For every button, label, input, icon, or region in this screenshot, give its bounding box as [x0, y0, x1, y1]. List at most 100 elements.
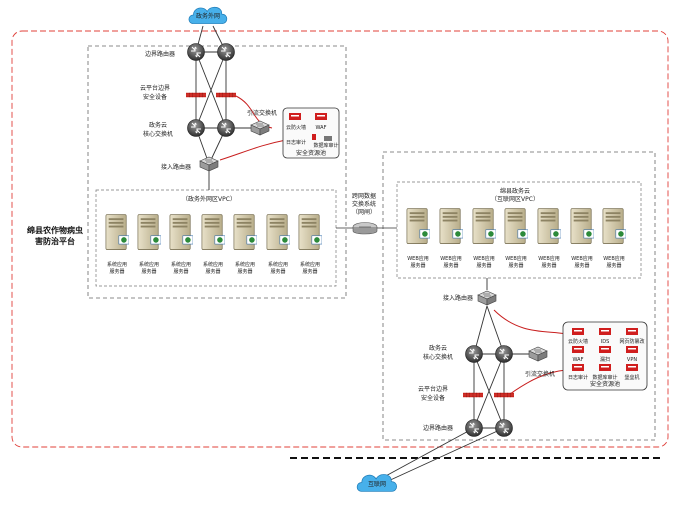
right-access-router-icon	[477, 290, 497, 306]
left-server-2-icon	[137, 214, 161, 251]
right-server-7-label-2: 服务器	[606, 262, 621, 269]
left-zone-boundary	[87, 45, 347, 299]
right-server-4-icon	[504, 208, 528, 245]
right-security-device-label-2: 安全设备	[421, 394, 445, 402]
right-zone-label-2: （互联网区VPC）	[491, 195, 539, 203]
left-core-switch-label-2: 核心交换机	[143, 130, 173, 138]
right-core-switch-a-icon	[465, 345, 483, 363]
right-red-link	[493, 309, 567, 395]
right-pool-title: 安全资源池	[590, 380, 620, 388]
right-server-1-icon	[406, 208, 430, 245]
right-vpc-boundary	[396, 181, 642, 279]
left-server-6-label-1: 系统应用	[268, 261, 288, 268]
right-pool-item-4-icon	[572, 346, 584, 353]
gateway-icon	[352, 222, 378, 235]
right-pool-item-8-label: 数据库审计	[592, 374, 617, 381]
right-border-router-b-icon	[495, 419, 513, 437]
left-server-3-label-2: 服务器	[173, 268, 188, 275]
right-pool-item-3-label: 网页防篡改	[619, 338, 644, 345]
left-server-7-label-1: 系统应用	[300, 261, 320, 268]
right-border-router-a-icon	[465, 419, 483, 437]
right-pool-item-1-label: 云防火墙	[568, 338, 588, 345]
gateway-label-3: （网闸）	[352, 208, 376, 216]
right-server-5-label-2: 服务器	[541, 262, 556, 269]
right-security-device-a-icon	[463, 392, 483, 398]
right-pool-item-6-label: VPN	[627, 357, 637, 363]
right-server-6-label-1: WEB应用	[571, 255, 593, 262]
left-server-5-label-2: 服务器	[237, 268, 252, 275]
right-security-device-b-icon	[494, 392, 514, 398]
left-server-1-label-2: 服务器	[109, 268, 124, 275]
left-server-7-icon	[298, 214, 322, 251]
right-cloud-label: 互联网	[368, 480, 386, 488]
left-access-router-label: 接入路由器	[161, 163, 191, 171]
right-server-1-label-1: WEB应用	[407, 255, 429, 262]
left-border-router-b-icon	[217, 43, 235, 61]
right-pool-item-4-label: WAF	[573, 357, 584, 363]
left-server-4-label-1: 系统应用	[203, 261, 223, 268]
left-bypass-switch-label: 引流交换机	[247, 109, 277, 117]
right-pool-item-8-icon	[599, 364, 611, 371]
right-pool-item-9-icon	[626, 364, 638, 371]
platform-label-line1: 绵县农作物病虫	[26, 225, 83, 235]
left-pool-item-2: WAF	[316, 125, 327, 131]
right-zone-label-1: 绵县政务云	[500, 187, 530, 195]
left-core-switch-b-icon	[217, 119, 235, 137]
right-pool-item-6-icon	[626, 346, 638, 353]
right-server-7-icon	[602, 208, 626, 245]
left-server-2-label-2: 服务器	[141, 268, 156, 275]
left-server-3-label-1: 系统应用	[171, 261, 191, 268]
right-server-2-icon	[439, 208, 463, 245]
right-core-switch-label-1: 政务云	[429, 344, 447, 352]
right-server-2-label-2: 服务器	[443, 262, 458, 269]
right-server-row: WEB应用服务器WEB应用服务器WEB应用服务器WEB应用服务器WEB应用服务器…	[406, 208, 626, 269]
left-pool-item-3: 日志审计	[286, 139, 306, 146]
platform-label-line2: 害防治平台	[35, 236, 75, 246]
right-pool-item-5-label: 漏扫	[600, 356, 610, 363]
right-pool-item-7-label: 日志审计	[568, 374, 588, 381]
right-bypass-switch-label: 引流交换机	[525, 370, 555, 378]
left-vpc-label: （政务外网区VPC）	[182, 195, 236, 203]
right-security-device-label-1: 云平台边界	[418, 385, 448, 393]
right-server-6-label-2: 服务器	[574, 262, 589, 269]
right-server-3-label-1: WEB应用	[473, 255, 495, 262]
right-pool-item-3-icon	[626, 328, 638, 335]
left-vpc-boundary	[95, 189, 337, 287]
left-pool-item-1: 云防火墙	[286, 124, 306, 131]
right-security-pool: 云防火墙 IDS 网页防篡改 WAF 漏扫 VPN 日志审计数据库审计堡垒机 安全资源池	[562, 321, 648, 391]
left-security-device-b-icon	[216, 92, 236, 98]
left-pool-item-4: 数据库审计	[313, 142, 338, 149]
left-server-4-label-2: 服务器	[205, 268, 220, 275]
right-pool-item-2-icon	[599, 328, 611, 335]
left-server-3-icon	[169, 214, 193, 251]
left-server-5-label-1: 系统应用	[235, 261, 255, 268]
right-pool-item-2-label: IDS	[601, 339, 610, 345]
left-pool-title: 安全资源池	[296, 149, 326, 157]
right-access-router-label: 接入路由器	[443, 294, 473, 302]
left-bypass-switch-icon	[250, 120, 270, 136]
left-server-2-label-1: 系统应用	[139, 261, 159, 268]
left-security-device-a-icon	[186, 92, 206, 98]
right-pool-item-9-label: 堡垒机	[624, 374, 639, 381]
left-security-device-label-2: 安全设备	[143, 93, 167, 101]
right-pool-item-7-icon	[572, 364, 584, 371]
right-zone-boundary	[382, 151, 656, 441]
gateway-label-2: 交换系统	[352, 200, 376, 208]
right-pool-item-1-icon	[572, 328, 584, 335]
left-server-5-icon	[233, 214, 257, 251]
gateway-label-1: 跨网数据	[352, 192, 376, 200]
left-core-switch-a-icon	[187, 119, 205, 137]
right-links	[381, 278, 536, 483]
left-security-device-label-1: 云平台边界	[140, 84, 170, 92]
right-core-switch-label-2: 核心交换机	[423, 353, 453, 361]
right-core-switch-b-icon	[495, 345, 513, 363]
platform-boundary	[11, 30, 669, 448]
right-server-5-icon	[537, 208, 561, 245]
left-server-1-icon	[105, 214, 129, 251]
left-border-router-label: 边界路由器	[145, 50, 175, 58]
right-border-router-label: 边界路由器	[423, 424, 453, 432]
left-access-router-icon	[199, 156, 219, 172]
left-cloud-label: 政务外网	[196, 12, 220, 20]
left-server-1-label-1: 系统应用	[107, 261, 127, 268]
